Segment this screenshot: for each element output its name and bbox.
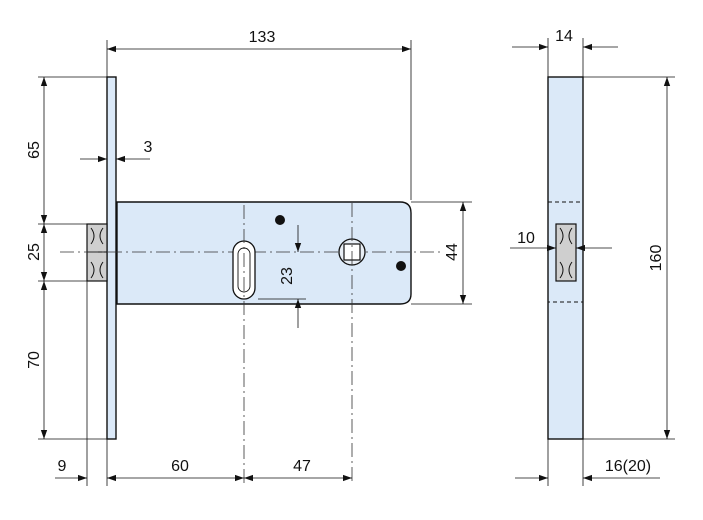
dim-160: 160 [648,245,665,272]
front-view [60,76,440,484]
dim-70: 70 [26,351,43,369]
side-latch [555,223,577,282]
dim-47: 47 [293,458,311,475]
screw-hole-top [275,215,285,225]
dim-23: 23 [279,267,296,285]
dim-65: 65 [26,141,43,159]
dim-9: 9 [58,458,67,475]
dim-44: 44 [444,243,461,261]
dim-60: 60 [171,458,189,475]
faceplate [106,76,117,440]
dim-25: 25 [26,243,43,261]
dim-14: 14 [555,28,573,45]
side-dimensions: 14 10 160 16(20) [510,28,675,486]
dim-133: 133 [249,29,276,46]
side-view [547,76,584,440]
dim-16-20: 16(20) [605,458,651,475]
lock-case [116,201,412,305]
hidden-case-outline [547,201,584,303]
dim-3: 3 [144,139,153,156]
dim-10: 10 [517,230,535,247]
screw-hole-bottom [396,261,406,271]
front-dimensions: 133 65 25 70 3 44 23 9 [26,29,472,486]
